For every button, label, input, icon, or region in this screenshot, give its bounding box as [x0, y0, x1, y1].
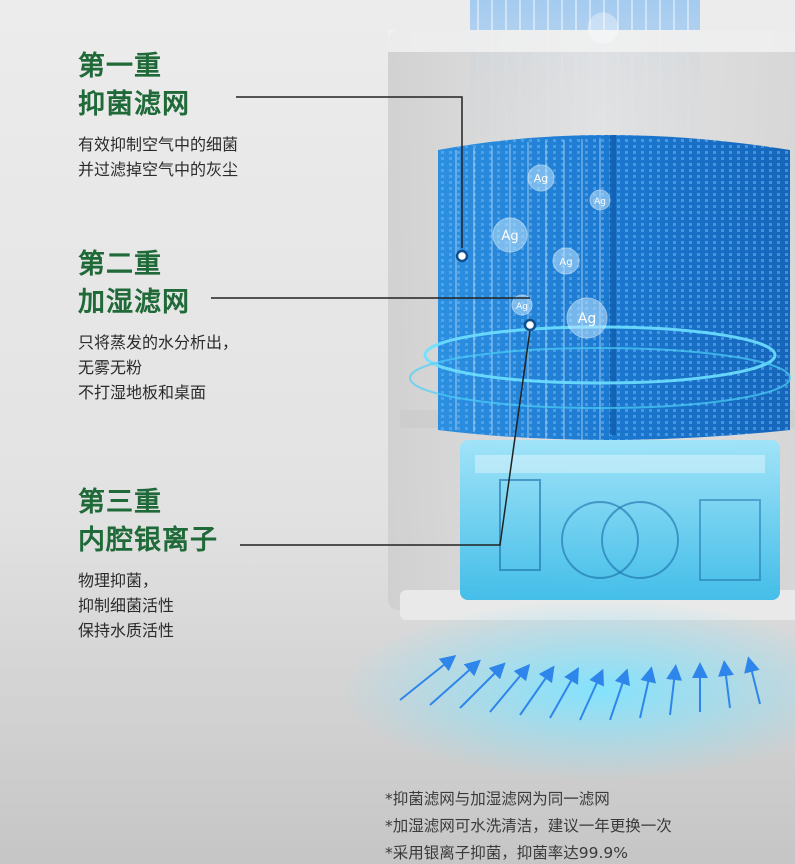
ag-ion-bubble-icon: Ag — [527, 164, 555, 192]
ag-ion-bubble-icon: Ag — [511, 294, 533, 316]
footnote: *加湿滤网可水洗清洁，建议一年更换一次 — [385, 817, 672, 835]
layer-2-desc-line: 无雾无粉 — [78, 358, 143, 377]
layer-2-desc: 只将蒸发的水分析出， 无雾无粉 不打湿地板和桌面 — [78, 330, 238, 405]
layer-3-title-line2: 内腔银离子 — [78, 525, 218, 556]
svg-text:Ag: Ag — [534, 172, 549, 185]
svg-text:Ag: Ag — [559, 257, 572, 268]
ag-ion-bubble-icon: Ag — [587, 12, 619, 44]
layer-2-desc-line: 只将蒸发的水分析出， — [78, 333, 239, 352]
layer-1-block: 第一重 抑菌滤网 有效抑制空气中的细菌 并过滤掉空气中的灰尘 — [78, 48, 238, 182]
humidifying-filter — [438, 135, 790, 442]
ag-ion-bubble-icon: Ag — [566, 297, 608, 339]
svg-text:Ag: Ag — [516, 302, 528, 312]
callout-lines — [211, 96, 531, 546]
svg-text:Ag: Ag — [501, 229, 518, 244]
callout-dot-icon — [455, 249, 537, 332]
layer-2-block: 第二重 加湿滤网 只将蒸发的水分析出， 无雾无粉 不打湿地板和桌面 — [78, 246, 238, 405]
ag-ion-bubble-icon: Ag — [552, 247, 580, 275]
layer-3-block: 第三重 内腔银离子 物理抑菌， 抑制细菌活性 保持水质活性 — [78, 484, 218, 643]
footnotes: *抑菌滤网与加湿滤网为同一滤网 *加湿滤网可水洗清洁，建议一年更换一次 *采用银… — [385, 786, 672, 864]
layer-1-desc-line: 有效抑制空气中的细菌 — [78, 135, 239, 154]
footnote: *抑菌滤网与加湿滤网为同一滤网 — [385, 790, 610, 808]
ag-ion-bubbles: Ag Ag Ag Ag Ag Ag — [492, 12, 619, 339]
layer-1-desc-line: 并过滤掉空气中的灰尘 — [78, 160, 239, 179]
bottom-airflow — [340, 600, 795, 780]
layer-1-title-line2: 抑菌滤网 — [78, 89, 190, 120]
layer-1-desc: 有效抑制空气中的细菌 并过滤掉空气中的灰尘 — [78, 132, 238, 182]
water-tank — [460, 440, 780, 600]
ag-ion-bubble-icon: Ag — [589, 189, 611, 211]
layer-3-desc-line: 物理抑菌， — [78, 571, 159, 590]
layer-3-desc-line: 抑制细菌活性 — [78, 596, 175, 615]
svg-text:Ag: Ag — [594, 197, 606, 207]
layer-2-title-line2: 加湿滤网 — [78, 287, 190, 318]
footnote: *采用银离子抑菌，抑菌率达99.9% — [385, 844, 628, 862]
layer-3-title-line1: 第三重 — [78, 487, 162, 518]
layer-1-title-line1: 第一重 — [78, 51, 162, 82]
svg-text:Ag: Ag — [578, 311, 596, 327]
ag-ion-bubble-icon: Ag — [492, 217, 528, 253]
layer-3-desc: 物理抑菌， 抑制细菌活性 保持水质活性 — [78, 568, 218, 643]
layer-2-desc-line: 不打湿地板和桌面 — [78, 383, 207, 402]
layer-2-title-line1: 第二重 — [78, 249, 162, 280]
layer-3-desc-line: 保持水质活性 — [78, 621, 175, 640]
